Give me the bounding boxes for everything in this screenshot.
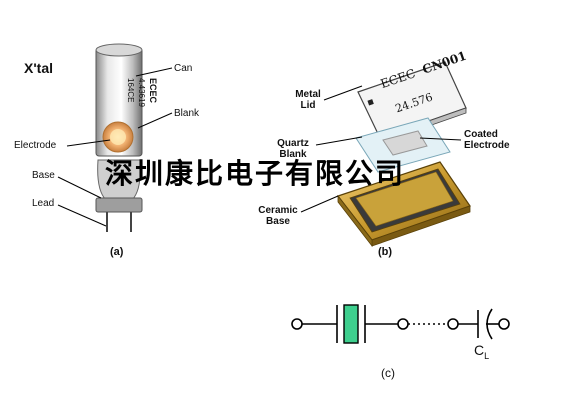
label-electrode: Electrode (14, 140, 57, 151)
caption-a: (a) (110, 246, 124, 258)
company-watermark: 深圳康比电子有限公司 (105, 157, 406, 190)
label-quartz-blank: Quartz Blank (268, 138, 318, 160)
electrode (110, 129, 126, 145)
label-quartz-blank-line1: Quartz (277, 138, 309, 149)
label-blank: Blank (174, 108, 200, 119)
label-base: Base (32, 170, 55, 181)
label-coated-electrode-line1: Coated (464, 129, 498, 140)
label-lead: Lead (32, 198, 55, 209)
cap-subscript: L (484, 350, 490, 361)
label-can: Can (174, 63, 193, 74)
caption-c: (c) (381, 366, 395, 380)
can-marking: ECEC 4.43619 164CE (98, 78, 158, 107)
caption-b: (b) (378, 246, 393, 258)
panel-b-leader-lines (300, 85, 462, 213)
label-quartz-blank-line2: Blank (279, 149, 307, 160)
xtal-title: X'tal (24, 60, 54, 76)
panel-a-leader-lines (57, 67, 173, 227)
crystal-can-illustration (95, 43, 143, 232)
terminal-right (498, 318, 510, 330)
pin1-mark (367, 99, 374, 106)
label-coated-electrode: Coated Electrode (464, 129, 510, 151)
label-load-capacitor: CL (474, 342, 490, 362)
cap-symbol: C (474, 342, 485, 358)
label-ceramic-base: Ceramic Base (250, 205, 306, 227)
can-marking-code: 164CE (126, 78, 135, 103)
label-ceramic-base-line1: Ceramic (258, 205, 298, 216)
label-metal-lid-line2: Lid (300, 100, 316, 111)
label-metal-lid-line1: Metal (295, 89, 321, 100)
schematic-circuit (291, 305, 510, 343)
label-ceramic-base-line2: Base (266, 216, 290, 227)
base-flange (95, 197, 143, 213)
crystal-element (343, 304, 359, 344)
terminal-mid (397, 318, 409, 330)
label-coated-electrode-line2: Electrode (464, 140, 510, 151)
label-metal-lid: Metal Lid (288, 89, 328, 111)
terminal-left (291, 318, 303, 330)
terminal-cap-left (447, 318, 459, 330)
can-marking-frequency: 4.43619 (137, 78, 146, 107)
can-marking-brand: ECEC (148, 78, 158, 104)
can-top (95, 43, 143, 57)
smd-crystal-illustration (337, 61, 471, 248)
coated-electrode (382, 130, 428, 156)
